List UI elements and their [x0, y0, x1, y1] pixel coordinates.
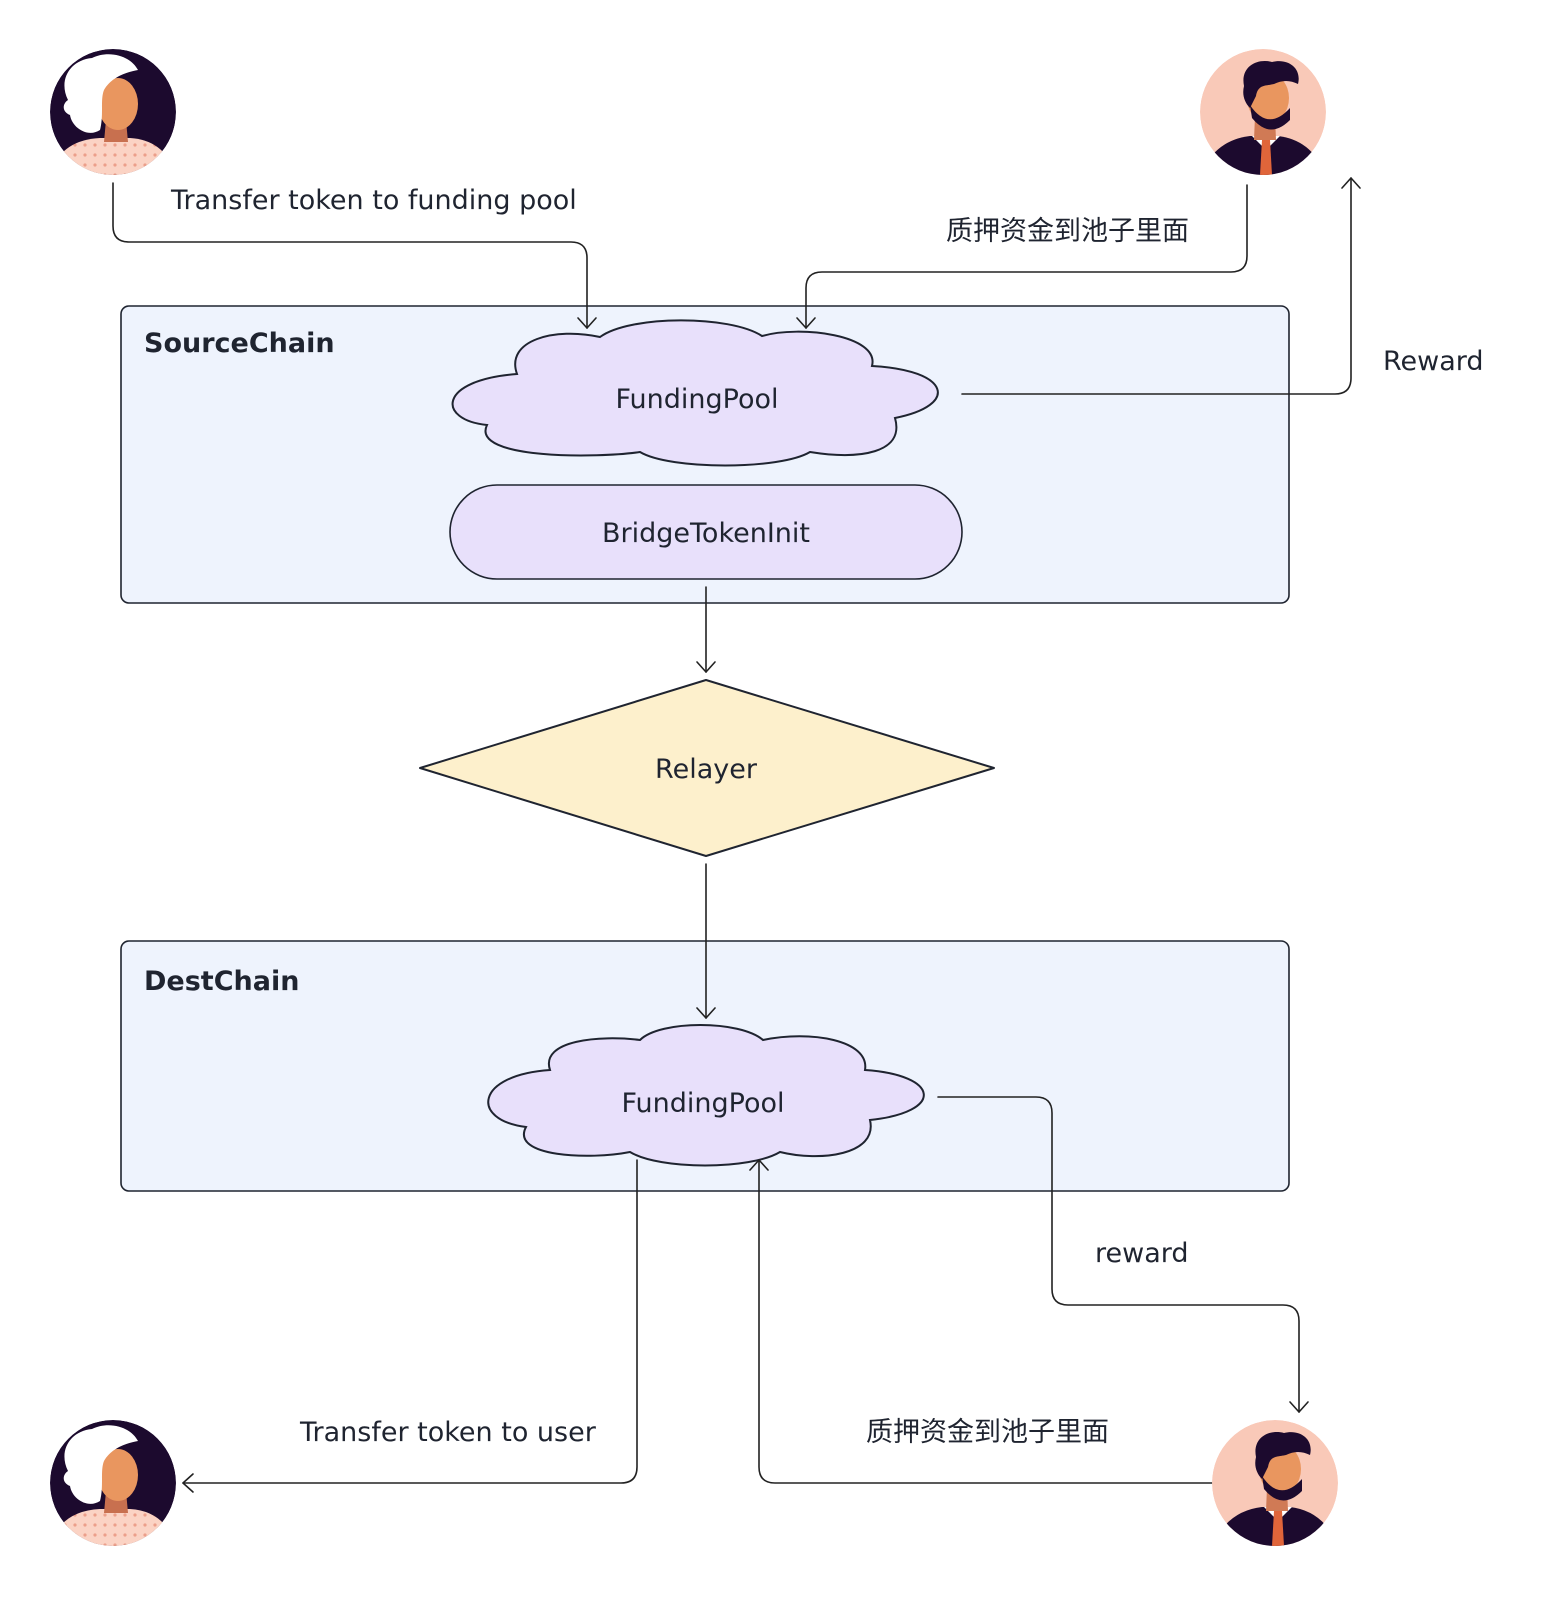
- edge-bridge-to-relayer: [696, 586, 716, 673]
- dest-funding-pool-label: FundingPool: [621, 1088, 784, 1119]
- man-avatar-icon: [1212, 1420, 1338, 1546]
- edge-line: [961, 177, 1352, 395]
- arrowhead: [1341, 177, 1361, 189]
- edge-user-to-source-pool: Transfer token to funding pool: [112, 182, 597, 329]
- bridge-token-init-box: [449, 484, 963, 580]
- woman-avatar-icon: [50, 1420, 176, 1546]
- edge-label-stake-dest: 质押资金到池子里面: [866, 1417, 1109, 1448]
- edge-reward-source: Reward: [961, 177, 1484, 395]
- relayer-label: Relayer: [655, 754, 758, 785]
- woman-avatar-icon: [50, 49, 176, 175]
- edge-label-reward-dest: reward: [1095, 1238, 1189, 1269]
- arrowhead: [696, 661, 716, 673]
- relayer-node: Relayer: [419, 679, 995, 857]
- source-funding-pool-node: FundingPool: [451, 319, 939, 467]
- arrowhead: [796, 317, 816, 329]
- dest-funding-pool-node: FundingPool: [487, 1024, 925, 1167]
- edge-lp-to-dest-pool: 质押资金到池子里面: [749, 1159, 1229, 1484]
- edge-line: [937, 1096, 1300, 1413]
- arrowhead: [749, 1159, 769, 1171]
- dest-funding-pool-cloud: [487, 1024, 925, 1167]
- edge-line: [758, 1159, 1229, 1484]
- edge-label-transfer-to-user: Transfer token to user: [299, 1417, 597, 1448]
- edge-relayer-to-dest-pool: [696, 863, 716, 1019]
- bridge-token-init-node: BridgeTokenInit: [449, 484, 963, 580]
- man-avatar-icon: [1200, 49, 1326, 175]
- edge-label-reward-source: Reward: [1383, 346, 1484, 377]
- edge-reward-dest: reward: [937, 1096, 1309, 1413]
- bridge-token-init-label: BridgeTokenInit: [602, 518, 810, 549]
- edge-lp-to-source-pool: 质押资金到池子里面: [796, 184, 1248, 329]
- dest-chain-title: DestChain: [144, 966, 299, 997]
- arrowhead: [696, 1007, 716, 1019]
- edge-label-stake-source: 质押资金到池子里面: [946, 216, 1189, 247]
- arrowhead: [577, 317, 597, 329]
- arrowhead: [1289, 1401, 1309, 1413]
- edge-label-transfer-to-pool: Transfer token to funding pool: [170, 185, 577, 216]
- source-funding-pool-cloud: [451, 319, 939, 467]
- edge-line: [182, 1159, 638, 1484]
- edge-line: [112, 182, 588, 329]
- source-chain-title: SourceChain: [144, 328, 335, 359]
- relayer-diamond: [419, 679, 995, 857]
- edge-line: [805, 184, 1248, 329]
- source-funding-pool-label: FundingPool: [615, 384, 778, 415]
- edge-dest-pool-to-user: Transfer token to user: [182, 1159, 638, 1493]
- arrowhead: [182, 1473, 194, 1493]
